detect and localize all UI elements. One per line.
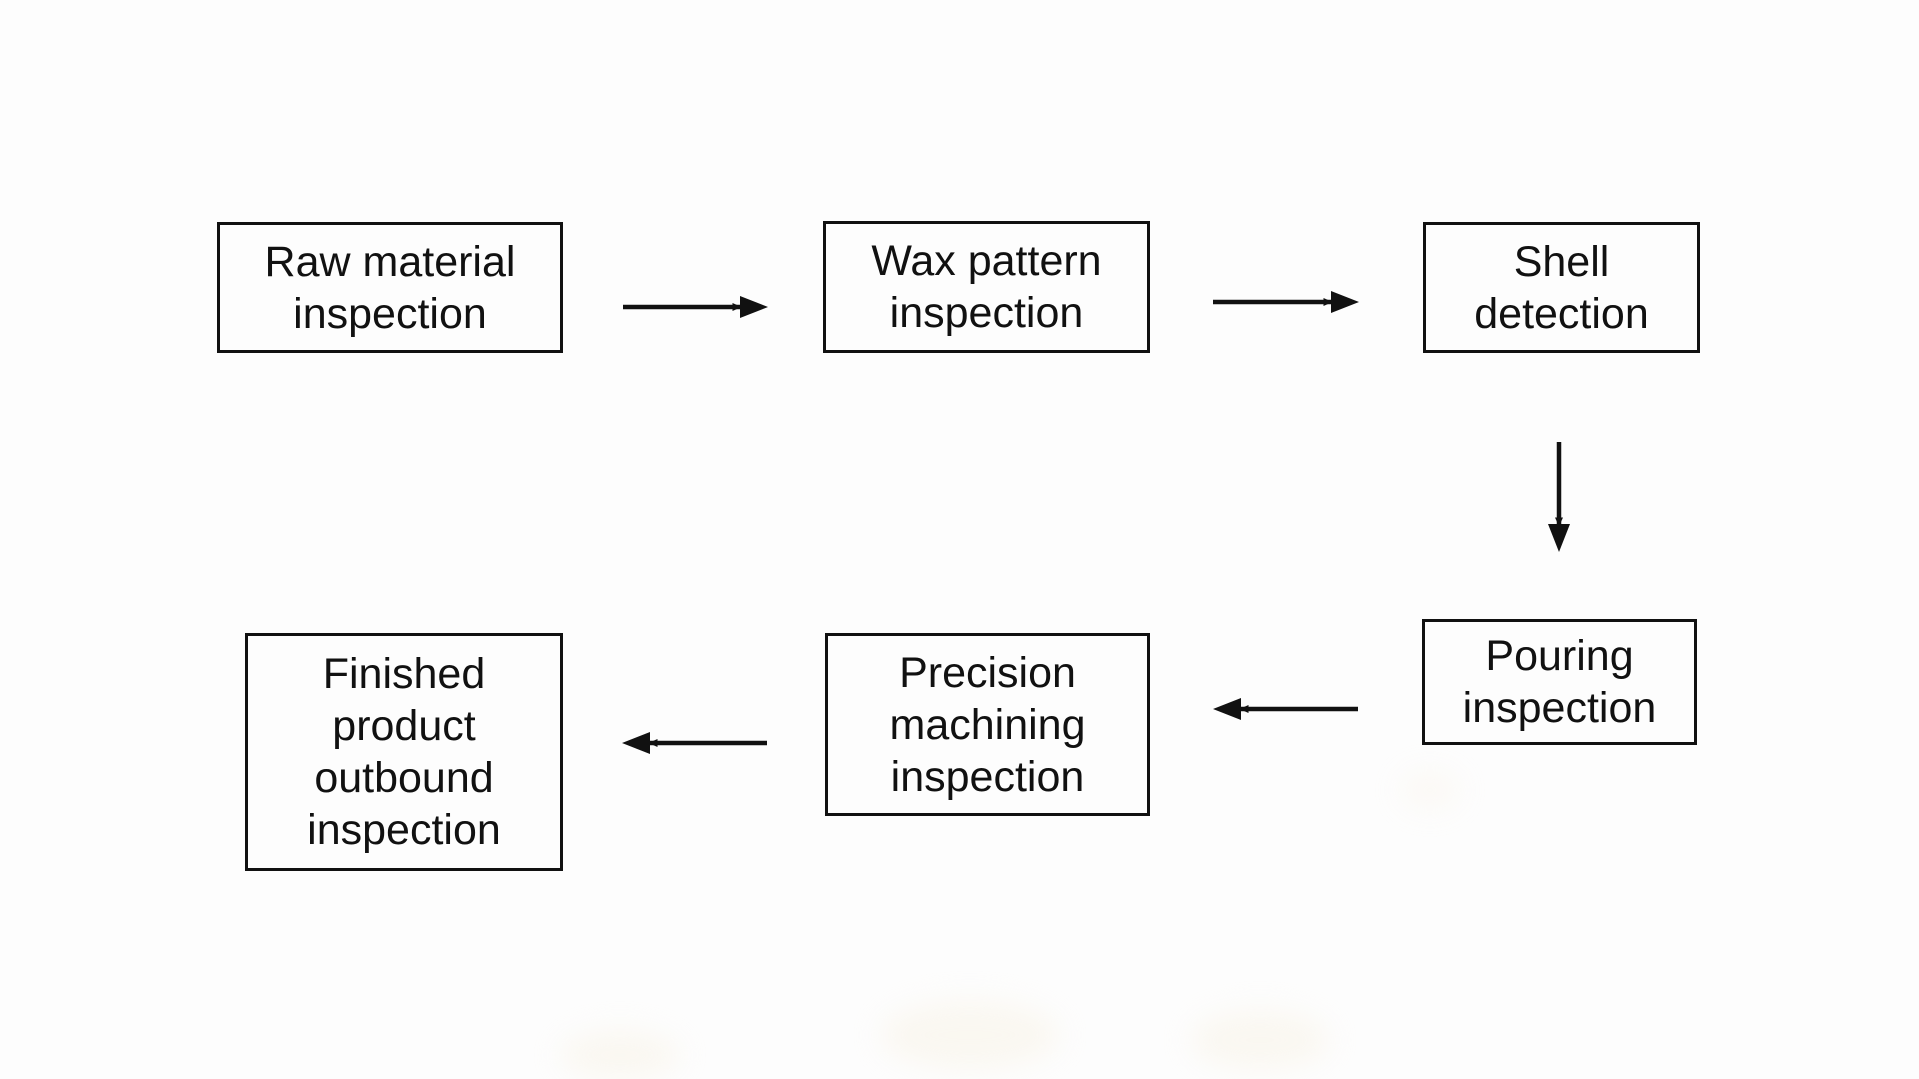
arrowhead-left-2 [622, 732, 650, 754]
arrowhead-right-2 [1331, 291, 1359, 313]
node-label: Shell detection [1474, 237, 1649, 338]
node-label: Precision machining inspection [889, 648, 1086, 801]
node-raw-material-inspection: Raw material inspection [217, 222, 563, 353]
node-label: Finished product outbound inspection [307, 650, 501, 854]
background-smudge [880, 1000, 1060, 1070]
node-pouring-inspection: Pouring inspection [1422, 619, 1697, 745]
node-shell-detection: Shell detection [1423, 222, 1700, 353]
background-smudge [1400, 770, 1460, 810]
arrowhead-down-1 [1548, 524, 1570, 552]
background-smudge [560, 1030, 680, 1079]
node-precision-machining-inspection: Precision machining inspection [825, 633, 1150, 816]
arrowhead-left-1 [1213, 698, 1241, 720]
node-label: Pouring inspection [1462, 632, 1657, 732]
node-label: Raw material inspection [264, 237, 516, 338]
node-wax-pattern-inspection: Wax pattern inspection [823, 221, 1150, 353]
node-label: Wax pattern inspection [871, 237, 1102, 337]
background-smudge [1190, 1010, 1330, 1070]
node-finished-product-outbound-inspection: Finished product outbound inspection [245, 633, 563, 871]
arrowhead-right-1 [740, 296, 768, 318]
